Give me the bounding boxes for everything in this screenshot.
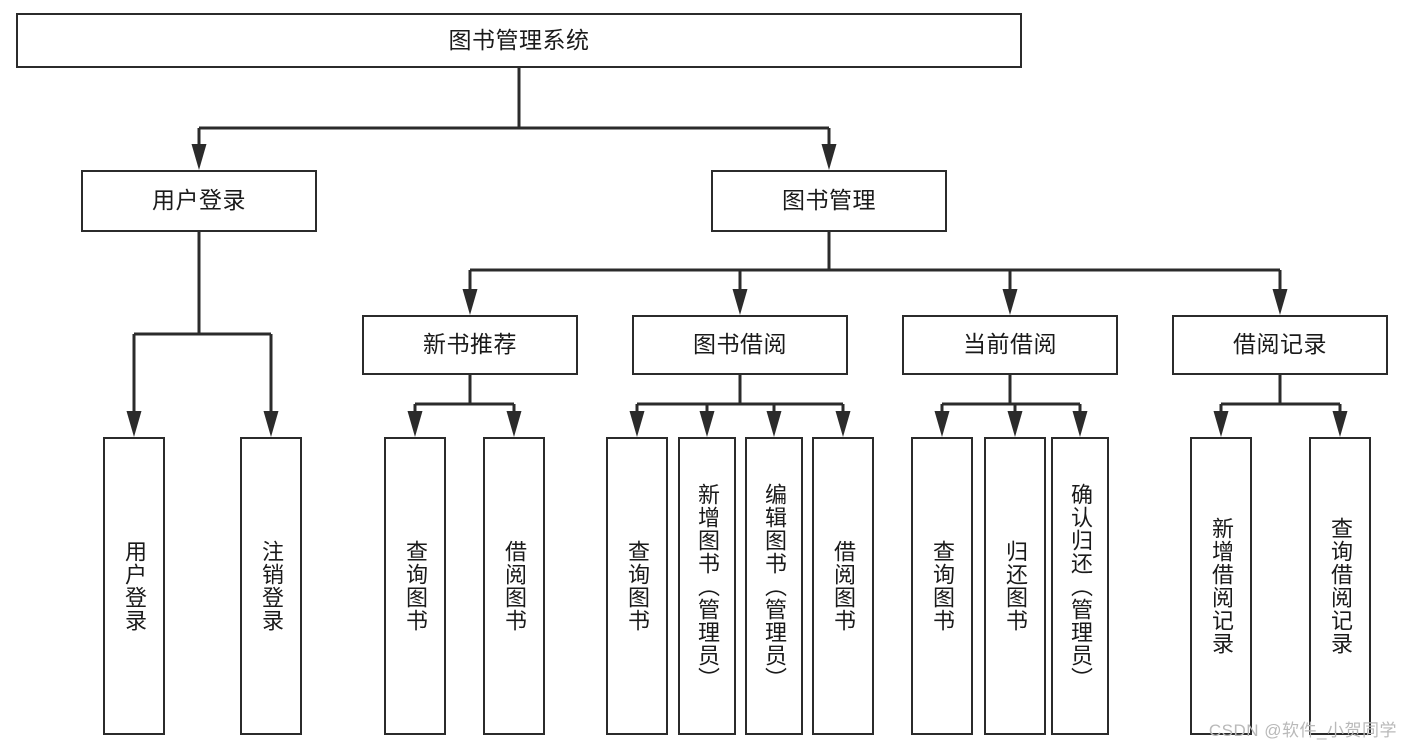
arrow-icon-leaf-nb-b xyxy=(506,411,522,437)
arrow-icon-leaf-bw-a xyxy=(699,411,715,437)
arrow-icon-leaf-bw-e xyxy=(766,411,782,437)
arrow-icon-leaf-rc-q xyxy=(1332,411,1348,437)
arrow-icon-newbook xyxy=(462,289,478,315)
node-leaf-cu-c[interactable]: 确认归还（管理员） xyxy=(1051,437,1109,735)
arrow-icon-leaf-login xyxy=(126,411,142,437)
node-label: 借阅图书 xyxy=(831,540,856,632)
node-root[interactable]: 图书管理系统 xyxy=(16,13,1022,68)
arrow-icon-borrow xyxy=(732,289,748,315)
node-label: 确认归还（管理员） xyxy=(1068,482,1093,690)
node-label: 借阅图书 xyxy=(502,540,527,632)
node-label: 图书借阅 xyxy=(693,331,787,358)
node-newbook[interactable]: 新书推荐 xyxy=(362,315,578,375)
arrow-icon-current xyxy=(1002,289,1018,315)
node-label: 新书推荐 xyxy=(423,331,517,358)
node-leaf-nb-b[interactable]: 借阅图书 xyxy=(483,437,545,735)
arrow-icon-leaf-cu-c xyxy=(1072,411,1088,437)
arrow-icon-leaf-cu-q xyxy=(934,411,950,437)
node-label: 新增图书（管理员） xyxy=(695,482,720,690)
node-label: 借阅记录 xyxy=(1233,331,1327,358)
arrow-icon-records xyxy=(1272,289,1288,315)
node-label: 查询图书 xyxy=(625,540,650,632)
node-label: 用户登录 xyxy=(152,187,246,214)
arrow-icon-login xyxy=(191,144,207,170)
node-label: 图书管理 xyxy=(782,187,876,214)
node-label: 新增借阅记录 xyxy=(1209,517,1234,655)
arrow-icon-leaf-bw-b xyxy=(835,411,851,437)
node-leaf-bw-q[interactable]: 查询图书 xyxy=(606,437,668,735)
node-label: 用户登录 xyxy=(122,540,147,632)
node-leaf-cu-r[interactable]: 归还图书 xyxy=(984,437,1046,735)
arrow-icon-leaf-nb-q xyxy=(407,411,423,437)
node-leaf-bw-e[interactable]: 编辑图书（管理员） xyxy=(745,437,803,735)
arrow-icon-leaf-rc-a xyxy=(1213,411,1229,437)
node-leaf-logout[interactable]: 注销登录 xyxy=(240,437,302,735)
node-leaf-nb-q[interactable]: 查询图书 xyxy=(384,437,446,735)
node-leaf-rc-q[interactable]: 查询借阅记录 xyxy=(1309,437,1371,735)
node-label: 查询借阅记录 xyxy=(1328,517,1353,655)
node-label: 查询图书 xyxy=(403,540,428,632)
node-label: 编辑图书（管理员） xyxy=(762,482,787,690)
watermark-label: CSDN @软件_小贺同学 xyxy=(1208,721,1397,740)
node-label: 归还图书 xyxy=(1003,540,1028,632)
node-label: 查询图书 xyxy=(930,540,955,632)
node-current[interactable]: 当前借阅 xyxy=(902,315,1118,375)
node-leaf-bw-a[interactable]: 新增图书（管理员） xyxy=(678,437,736,735)
arrow-icon-leaf-cu-r xyxy=(1007,411,1023,437)
node-records[interactable]: 借阅记录 xyxy=(1172,315,1388,375)
node-label: 图书管理系统 xyxy=(448,26,590,53)
arrow-icon-leaf-logout xyxy=(263,411,279,437)
node-login[interactable]: 用户登录 xyxy=(81,170,317,232)
node-leaf-bw-b[interactable]: 借阅图书 xyxy=(812,437,874,735)
node-leaf-rc-a[interactable]: 新增借阅记录 xyxy=(1190,437,1252,735)
arrow-icon-leaf-bw-q xyxy=(629,411,645,437)
node-bookmgmt[interactable]: 图书管理 xyxy=(711,170,947,232)
node-leaf-cu-q[interactable]: 查询图书 xyxy=(911,437,973,735)
arrow-icon-bookmgmt xyxy=(821,144,837,170)
node-label: 注销登录 xyxy=(259,540,284,632)
node-leaf-login[interactable]: 用户登录 xyxy=(103,437,165,735)
node-label: 当前借阅 xyxy=(963,331,1057,358)
node-borrow[interactable]: 图书借阅 xyxy=(632,315,848,375)
